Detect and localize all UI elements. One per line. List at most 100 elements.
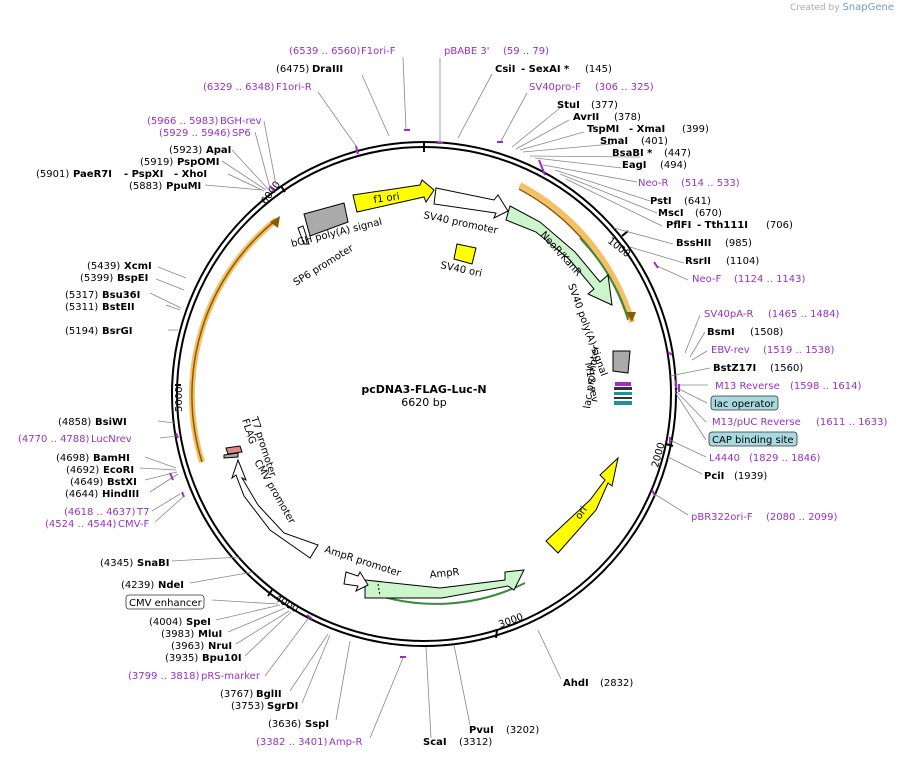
enzyme-avrii-pos: (378)	[614, 112, 641, 123]
primer-sv40pro-f: SV40pro-F	[529, 82, 581, 93]
enzyme-nrui: NruI	[208, 641, 232, 652]
enzyme-paer7i: PaeR7I	[73, 169, 112, 180]
enzyme-smai: SmaI	[600, 136, 628, 147]
primer-sv40pa-r-range: (1465 .. 1484)	[768, 309, 840, 320]
enzyme-xhoi: - XhoI	[174, 169, 207, 180]
primer-neo-r-range: (514 .. 533)	[681, 178, 740, 189]
svg-text:SV40 promoter: SV40 promoter	[422, 210, 499, 237]
svg-text:lac operator: lac operator	[714, 399, 775, 410]
enzyme-rsrii: RsrII	[685, 256, 711, 267]
primer-sp6-range: (5929 .. 5946)	[159, 128, 231, 139]
primer-cmv-f: CMV-F	[118, 519, 149, 530]
enzyme-bsabi: BsaBI *	[612, 148, 653, 159]
enzyme-bamhi-pos: (4698)	[56, 453, 89, 464]
enzyme-bsshii-pos: (985)	[725, 238, 752, 249]
enzyme-bsu36i: Bsu36I	[102, 290, 140, 301]
enzyme-ppumi: PpuMI	[166, 181, 201, 192]
enzyme-bstxi-pos: (4649)	[70, 477, 103, 488]
feature-f1-ori: f1 ori	[352, 179, 435, 213]
enzyme-bsrgi: BsrGI	[102, 326, 132, 337]
cmv-enhancer-box: CMV enhancer	[125, 594, 205, 610]
tick-1000: 1000	[605, 236, 632, 260]
enzyme-snabi: SnaBI	[137, 558, 169, 569]
enzyme-spei-pos: (4004)	[149, 617, 182, 628]
primer-bgh-rev-range: (5966 .. 5983)	[147, 116, 219, 127]
enzyme-xcmi-pos: (5439)	[87, 261, 120, 272]
orange-arrow-right	[626, 312, 636, 322]
primer-t7: T7	[136, 507, 149, 518]
enzyme-pvui: PvuI	[469, 725, 494, 736]
enzyme-sgrdi: SgrDI	[267, 701, 298, 712]
enzyme-csii-pos: (145)	[585, 64, 612, 75]
enzyme-sspi: SspI	[305, 719, 329, 730]
enzyme-paer7i-pos: (5901)	[36, 169, 69, 180]
primer-marks	[169, 129, 680, 658]
primer-pbr322ori-f-range: (2080 .. 2099)	[766, 512, 838, 523]
enzyme-eagi-pos: (494)	[660, 160, 687, 171]
primer-sv40pa-r: SV40pA-R	[704, 309, 753, 320]
primer-neo-f: Neo-F	[692, 274, 722, 285]
primer-prs-marker: pRS-marker	[201, 671, 261, 682]
enzyme-bglii-pos: (3767)	[220, 689, 253, 700]
plasmid-size: 6620 bp	[401, 396, 446, 409]
feature-ori: ori	[545, 456, 619, 554]
enzyme-ahdi-pos: (2832)	[600, 678, 633, 689]
primer-f1ori-r: F1ori-R	[276, 82, 312, 93]
svg-text:SV40 ori: SV40 ori	[439, 260, 482, 280]
enzyme-hindiii: HindIII	[102, 489, 139, 500]
enzyme-bspei: BspEI	[117, 273, 148, 284]
enzyme-ecori-pos: (4692)	[66, 465, 99, 476]
primer-sv40pro-f-range: (306 .. 325)	[595, 82, 654, 93]
enzyme-stui-pos: (377)	[591, 100, 618, 111]
enzyme-ndei-pos: (4239)	[121, 580, 154, 591]
primer-m13-reverse: M13 Reverse	[715, 381, 780, 392]
enzyme-ppumi-pos: (5883)	[129, 181, 162, 192]
orange-arc-left	[188, 217, 278, 463]
svg-text:SP6 promoter: SP6 promoter	[292, 243, 357, 289]
primer-pbabe3: pBABE 3'	[444, 46, 490, 57]
enzyme-pspomi: PspOMI	[177, 157, 219, 168]
primer-amp-r: Amp-R	[329, 737, 363, 748]
tick-3000: 3000	[497, 612, 525, 631]
enzyme-bsteii-pos: (5311)	[65, 302, 98, 313]
primer-l4440: L4440	[709, 453, 740, 464]
leader-lines	[139, 56, 711, 739]
enzyme-bsiwi: BsiWI	[95, 417, 127, 428]
primer-f1ori-f-range: (6539 .. 6560)	[289, 46, 361, 57]
primer-sp6: SP6	[232, 128, 251, 139]
svg-text:CMV enhancer: CMV enhancer	[129, 598, 203, 609]
enzyme-bsiwi-pos: (4858)	[58, 417, 91, 428]
primer-l4440-range: (1829 .. 1846)	[749, 453, 821, 464]
enzyme-avrii: AvrII	[573, 112, 599, 123]
enzyme-eagi: EagI	[622, 160, 646, 171]
enzyme-sexai-name: - SexAI *	[521, 64, 570, 75]
enzyme-msci: MscI	[658, 208, 684, 219]
enzyme-tspmi: TspMI	[587, 124, 619, 135]
primer-cmv-f-range: (4524 .. 4544)	[45, 519, 117, 530]
enzyme-pspomi-pos: (5919)	[140, 157, 173, 168]
primer-t7-range: (4618 .. 4637)	[64, 507, 136, 518]
enzyme-xcmi: XcmI	[124, 261, 152, 272]
enzyme-ecori: EcoRI	[103, 465, 134, 476]
enzyme-ndei: NdeI	[158, 580, 184, 591]
enzyme-bstz17i-pos: (1560)	[770, 363, 803, 374]
enzyme-scai-pos: (3312)	[459, 737, 492, 748]
orange-arc-left-line	[191, 219, 277, 463]
enzyme-draiii: (6475)	[276, 64, 309, 75]
enzyme-psti: PstI	[650, 196, 672, 207]
enzyme-csii-name: CsiI	[495, 64, 515, 75]
feature-sv40-ori: SV40 ori	[439, 243, 483, 280]
enzyme-sspi-pos: (3636)	[268, 719, 301, 730]
enzyme-bpu10i: Bpu10I	[202, 653, 242, 664]
enzyme-stui: StuI	[557, 100, 580, 111]
enzyme-pvui-pos: (3202)	[506, 725, 539, 736]
primer-prs-marker-range: (3799 .. 3818)	[128, 671, 200, 682]
primer-neo-f-range: (1124 .. 1143)	[734, 274, 806, 285]
primer-m13-reverse-range: (1598 .. 1614)	[790, 381, 862, 392]
feature-bgh: bGH poly(A) signal SP6 promoter	[290, 202, 383, 289]
primer-bgh-rev: BGH-rev	[220, 116, 262, 127]
cap-binding-site-box: CAP binding site	[708, 431, 798, 447]
svg-text:f1 ori: f1 ori	[373, 191, 400, 206]
primer-f1ori-f: F1ori-F	[361, 46, 396, 57]
